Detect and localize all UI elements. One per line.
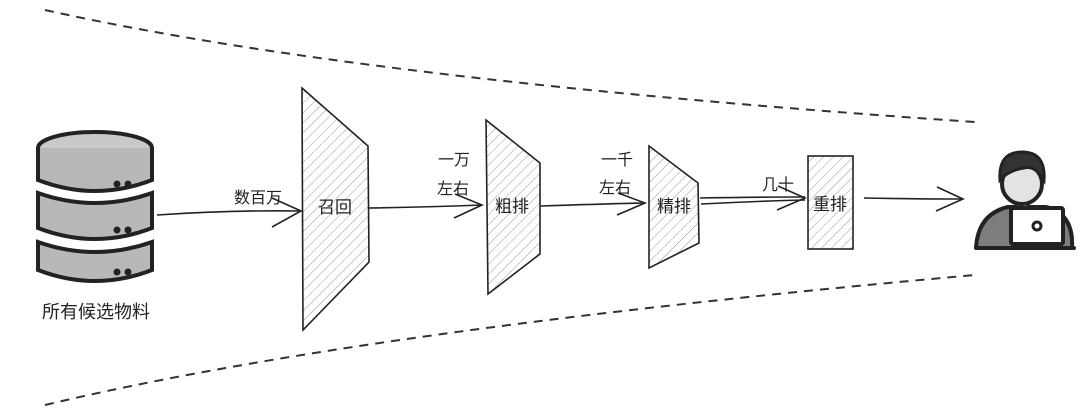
rerank-input-label: 几十 [762, 175, 794, 194]
arrow-source-to-recall [156, 197, 303, 228]
arrow-fine-to-rerank [699, 185, 807, 211]
source-label: 所有候选物料 [42, 302, 150, 323]
stage-fine-rank-label: 精排 [657, 197, 691, 217]
stage-rerank-box [807, 155, 854, 250]
stage-coarse-rank-box [485, 118, 541, 296]
stage-rerank-label: 重排 [813, 195, 847, 215]
stage-fine-rank-box [648, 144, 700, 270]
stage-recall-label: 召回 [318, 198, 352, 218]
user-laptop-icon [974, 150, 1076, 250]
stage-recall-box [301, 86, 370, 332]
stage-coarse-rank-label: 粗排 [495, 197, 529, 217]
coarse-rank-input-label-line1: 一万 [438, 150, 470, 169]
arrow-coarse-to-fine [540, 192, 648, 216]
fine-rank-input-label-line2: 左右 [599, 178, 631, 197]
arrow-rerank-to-user [863, 186, 965, 212]
arrow-recall-to-coarse [368, 193, 485, 219]
recall-input-label: 数百万 [234, 188, 282, 207]
coarse-rank-input-label-line2: 左右 [437, 179, 469, 198]
funnel-bottom-boundary [44, 274, 976, 406]
funnel-top-boundary [44, 9, 976, 123]
fine-rank-input-label-line1: 一千 [601, 150, 633, 169]
database-icon [36, 130, 154, 283]
